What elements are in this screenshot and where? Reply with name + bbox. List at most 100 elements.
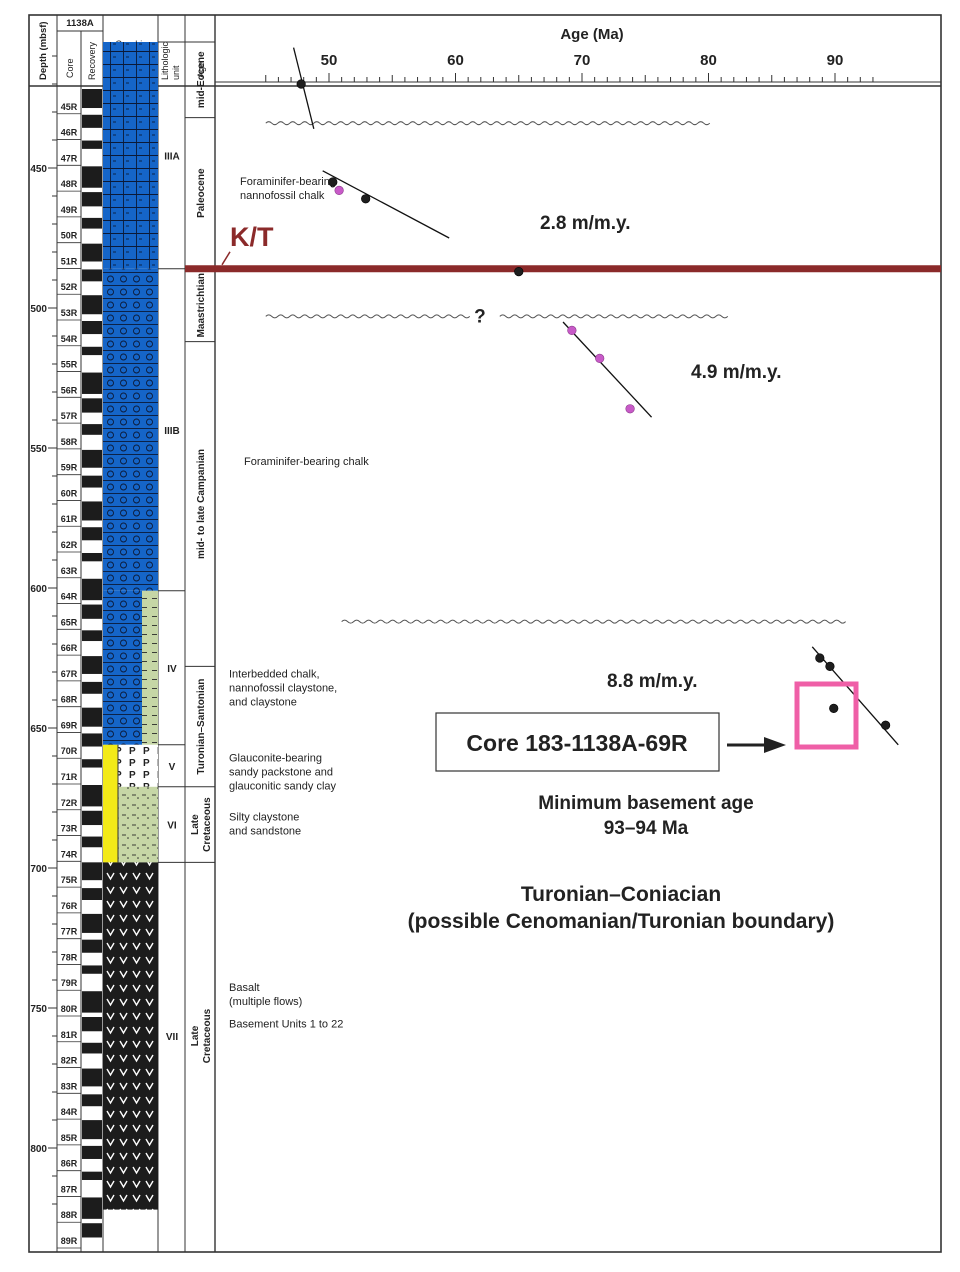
recovery-bar bbox=[82, 836, 102, 848]
core-label: 82R bbox=[61, 1056, 78, 1066]
recovery-bar bbox=[82, 475, 102, 488]
core-label: 85R bbox=[61, 1133, 78, 1143]
rate-label-3: 8.8 m/m.y. bbox=[607, 671, 697, 692]
rate-label-2: 4.9 m/m.y. bbox=[691, 362, 781, 383]
lith-unit-label: VI bbox=[167, 821, 177, 832]
data-point bbox=[514, 267, 524, 277]
core-label: 67R bbox=[61, 669, 78, 679]
recovery-bar bbox=[82, 1145, 102, 1159]
recovery-bar bbox=[82, 1171, 102, 1180]
depth-header: Depth (mbsf) bbox=[38, 21, 49, 80]
x-tick-label: 60 bbox=[447, 52, 464, 69]
recovery-bar bbox=[82, 785, 102, 807]
core-label: 87R bbox=[61, 1184, 78, 1194]
recovery-bar bbox=[82, 166, 102, 188]
age-unit-label: Cretaceous bbox=[202, 797, 213, 852]
recovery-bar bbox=[82, 578, 102, 601]
recovery-bar bbox=[82, 1120, 102, 1140]
lith-unit-label: VII bbox=[166, 1032, 178, 1043]
data-point-magenta bbox=[595, 353, 605, 364]
y-tick-label: 800 bbox=[30, 1144, 47, 1155]
core-label: 78R bbox=[61, 952, 78, 962]
unit-description-line: sandy packstone and bbox=[229, 767, 333, 779]
unit-description-line: nannofossil claystone, bbox=[229, 683, 337, 695]
recovery-bar bbox=[82, 140, 102, 149]
core-label: 50R bbox=[61, 231, 78, 241]
hole-header: 1138A bbox=[66, 18, 94, 29]
age-unit-label: Maastrichtian bbox=[196, 273, 207, 337]
graphic-lithology-column bbox=[103, 42, 158, 1210]
age-unit-label: mid- to late Campanian bbox=[196, 449, 207, 559]
lith-unit-label: IIIA bbox=[164, 151, 180, 162]
data-point-magenta bbox=[334, 185, 344, 195]
recovery-bar bbox=[82, 243, 102, 262]
lithologic-unit-header-1: Lithologic bbox=[160, 41, 170, 80]
data-point bbox=[829, 703, 839, 714]
lith-nannofossil-chalk bbox=[103, 42, 158, 269]
lith-unit-label: V bbox=[169, 762, 176, 773]
unit-description-line: Foraminifer-bearing chalk bbox=[244, 456, 369, 468]
recovery-bar bbox=[82, 217, 102, 229]
min-basement-line-1: Minimum basement age bbox=[538, 793, 753, 814]
age-unit-label: Cretaceous bbox=[202, 1008, 213, 1063]
recovery-bar bbox=[82, 991, 102, 1013]
data-point bbox=[815, 653, 825, 663]
recovery-bar bbox=[82, 1042, 102, 1054]
age-unit-label: Paleocene bbox=[196, 168, 207, 218]
recovery-bar bbox=[82, 424, 102, 435]
recovery-bar bbox=[82, 553, 102, 562]
recovery-bar bbox=[82, 346, 102, 356]
core-label: 88R bbox=[61, 1210, 78, 1220]
core-label: 75R bbox=[61, 875, 78, 885]
core-label: 57R bbox=[61, 411, 78, 421]
recovery-bar bbox=[82, 449, 102, 468]
trend-line bbox=[562, 321, 653, 418]
recovery-bar bbox=[82, 656, 102, 674]
core-label: 69R bbox=[61, 720, 78, 730]
age-unit-label: Turonian–Santonian bbox=[196, 679, 207, 775]
age-unit-label: Late bbox=[190, 814, 201, 835]
y-tick-label: 550 bbox=[30, 444, 47, 455]
plot-area: ?K/T bbox=[185, 47, 941, 746]
recovery-bar bbox=[82, 372, 102, 394]
min-basement-line-2: 93–94 Ma bbox=[604, 818, 689, 839]
core-label: 64R bbox=[61, 592, 78, 602]
core-box-label: Core 183-1138A-69R bbox=[466, 730, 688, 756]
core-label: 56R bbox=[61, 385, 78, 395]
recovery-bar bbox=[82, 295, 102, 315]
recovery-bar bbox=[82, 398, 102, 413]
recovery-header: Recovery bbox=[87, 41, 97, 80]
y-tick-label: 450 bbox=[30, 164, 47, 175]
unit-description-line: Basement Units 1 to 22 bbox=[229, 1019, 343, 1031]
recovery-bar bbox=[82, 707, 102, 727]
recovery-bar bbox=[82, 321, 102, 335]
trend-line bbox=[292, 47, 315, 129]
y-tick-label: 750 bbox=[30, 1004, 47, 1015]
core-label: 52R bbox=[61, 282, 78, 292]
lith-packstone bbox=[118, 744, 158, 787]
unit-description-line: and claystone bbox=[229, 697, 297, 709]
unit-description-line: glauconitic sandy clay bbox=[229, 781, 337, 793]
lith-basalt bbox=[103, 862, 158, 1210]
recovery-bar bbox=[82, 604, 102, 619]
core-label: 47R bbox=[61, 153, 78, 163]
recovery-bar bbox=[82, 888, 102, 900]
lith-interbedded-claystone bbox=[142, 590, 158, 745]
y-tick-label: 500 bbox=[30, 304, 47, 315]
core-label: 60R bbox=[61, 488, 78, 498]
arrow-head bbox=[764, 737, 786, 753]
lith-interbedded-chalk bbox=[103, 590, 142, 745]
core-label: 45R bbox=[61, 102, 78, 112]
unit-description-line: Glauconite-bearing bbox=[229, 753, 322, 765]
y-tick-label: 600 bbox=[30, 584, 47, 595]
recovery-bar bbox=[82, 501, 102, 521]
core-label: 48R bbox=[61, 179, 78, 189]
lith-unit-label: IV bbox=[167, 664, 177, 675]
x-tick-label: 80 bbox=[700, 52, 717, 69]
recovery-bar bbox=[82, 192, 102, 207]
unconformity-question-mark: ? bbox=[474, 306, 486, 327]
core-label: 73R bbox=[61, 824, 78, 834]
core-label: 51R bbox=[61, 256, 78, 266]
